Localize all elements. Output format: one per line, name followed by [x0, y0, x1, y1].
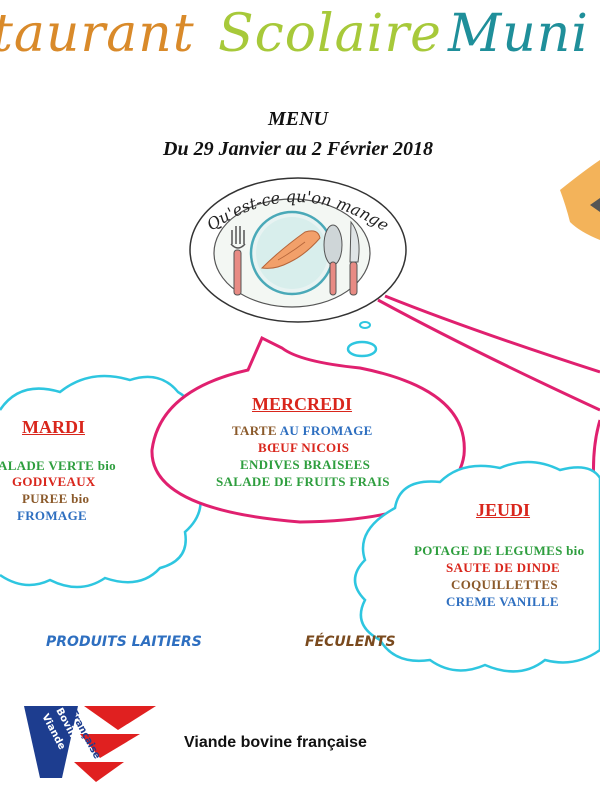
day-label-mercredi: MERCREDI: [252, 394, 353, 414]
title-part-scolaire: Scolaire: [218, 4, 442, 64]
mercredi-item: BŒUF NICOIS: [258, 440, 350, 455]
title-banner: taurant Scolaire Muni: [0, 0, 600, 90]
jeudi-item: COQUILLETTES: [451, 577, 558, 592]
mardi-item: PUREE bio: [22, 491, 90, 506]
mercredi-item: SALADE DE FRUITS FRAIS: [216, 474, 390, 489]
mardi-item: GODIVEAUX: [12, 474, 96, 489]
viande-bovine-logo: Viande Bovine Française: [24, 706, 156, 782]
jeudi-item: POTAGE DE LEGUMES bio: [414, 543, 585, 558]
legend-dairy: PRODUITS LAITIERS: [46, 634, 202, 650]
mercredi-item: ENDIVES BRAISEES: [240, 457, 371, 472]
day-label-mardi: MARDI: [22, 417, 85, 437]
thought-dot: [346, 340, 378, 358]
viande-bovine-label: Viande bovine française: [184, 734, 367, 751]
menu-dates: Du 29 Janvier au 2 Février 2018: [163, 138, 433, 160]
orange-decoration: [560, 160, 600, 240]
mercredi-item-rest: AU FROMAGE: [279, 423, 373, 438]
mardi-item: ALADE VERTE bio: [0, 458, 116, 473]
thought-dot: [359, 321, 371, 329]
jeudi-item: SAUTE DE DINDE: [446, 560, 561, 575]
day-label-jeudi: JEUDI: [476, 500, 531, 520]
mercredi-item: TARTE AU FROMAGE: [232, 423, 373, 439]
menu-title: MENU: [267, 108, 328, 130]
title-part-restaurant: taurant: [0, 4, 195, 64]
jeudi-cloud: [353, 460, 600, 673]
jeudi-pointer-bubble: [384, 294, 600, 374]
mercredi-item-prefix: TARTE: [232, 423, 277, 438]
title-part-municipal: Muni: [448, 4, 589, 64]
legend-starch: FÉCULENTS: [305, 634, 396, 650]
mardi-item: FROMAGE: [17, 508, 87, 523]
jeudi-item: CREME VANILLE: [446, 594, 559, 609]
plate-icon: Qu'est-ce qu'on mange: [189, 177, 407, 323]
